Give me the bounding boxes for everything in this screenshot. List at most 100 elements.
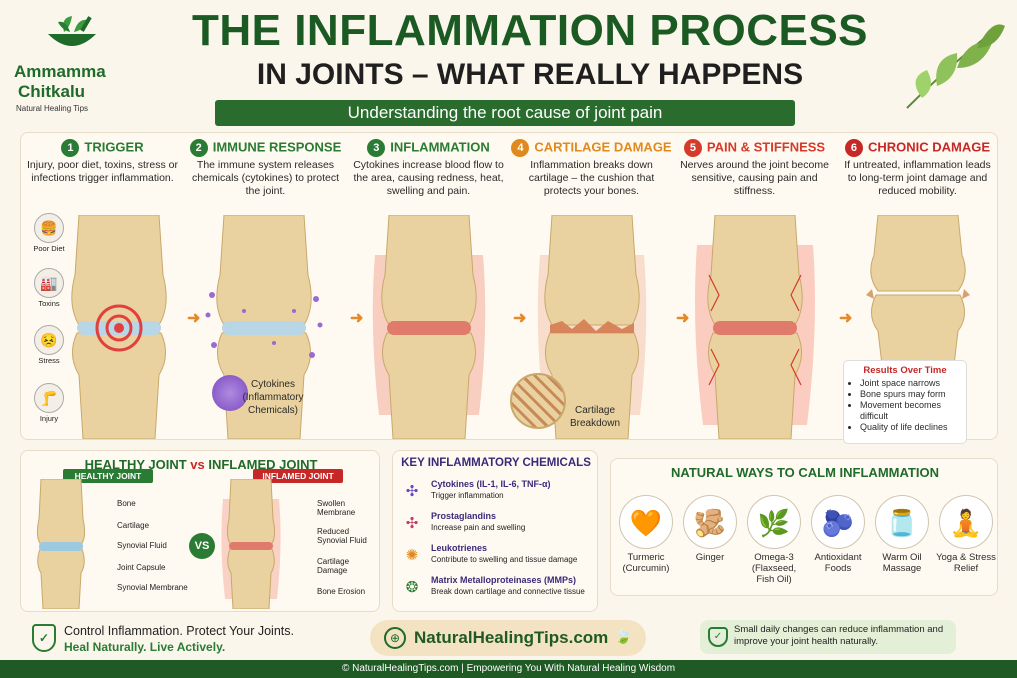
- step-title-text: PAIN & STIFFNESS: [706, 139, 826, 155]
- knee-joint-inflamed-illustration: [372, 215, 486, 439]
- healthy-label: Synovial Membrane: [117, 583, 188, 592]
- shield-check-icon: ✓: [32, 624, 56, 652]
- burger-icon: 🍔: [34, 213, 64, 243]
- arrow-right-icon: ➜: [350, 310, 364, 327]
- website-text: NaturalHealingTips.com: [414, 628, 609, 647]
- page-title-line1: THE INFLAMMATION PROCESS: [191, 6, 869, 55]
- natural-remedies-panel: NATURAL WAYS TO CALM INFLAMMATION 🧡 Turm…: [610, 458, 998, 596]
- bottom-bar: © NaturalHealingTips.com | Empowering Yo…: [0, 660, 1017, 678]
- remedy-item: 🧡 Turmeric (Curcumin): [615, 495, 677, 574]
- chemical-item: ❂ Matrix Metalloproteinases (MMPs) Break…: [401, 575, 595, 605]
- healthy-label: Bone: [117, 499, 136, 508]
- healthy-joint-illustration: [36, 479, 86, 609]
- step-description: Nerves around the joint become sensitive…: [680, 159, 829, 197]
- step-title-text: IMMUNE RESPONSE: [212, 139, 342, 155]
- knee-joint-immune-illustration: [205, 215, 323, 439]
- stressed-person-icon: 😣: [34, 325, 64, 355]
- step-description: Injury, poor diet, toxins, stress or inf…: [27, 159, 178, 184]
- ginger-icon: 🫚: [683, 495, 737, 549]
- inflamed-label: Bone Erosion: [317, 587, 366, 596]
- step-number-badge: 3: [367, 139, 386, 157]
- mortar-bowl-icon: [48, 16, 96, 46]
- inflamed-joint-illustration: [221, 479, 281, 609]
- remedy-label: Warm Oil Massage: [882, 552, 922, 574]
- brand-name-line1: Ammamma: [14, 62, 106, 81]
- step-description: Inflammation breaks down cartilage – the…: [528, 159, 655, 197]
- step-number-badge: 1: [61, 139, 80, 157]
- brand-name-line2: Chitkalu: [18, 82, 86, 101]
- knee-joint-pain-illustration: [695, 215, 815, 439]
- inflamed-label: Cartilage Damage: [317, 557, 350, 575]
- cytokine-cluster-icon: [212, 375, 248, 411]
- remedy-item: 🌿 Omega-3 (Flaxseed, Fish Oil): [743, 495, 805, 585]
- arrow-right-icon: ➜: [187, 310, 201, 327]
- cartilage-breakdown-label: Cartilage Breakdown: [569, 405, 621, 429]
- factory-icon: 🏭: [34, 268, 64, 298]
- slogan-line1: Control Inflammation. Protect Your Joint…: [64, 624, 294, 638]
- chemical-item: ✺ Leukotrienes Contribute to swelling an…: [401, 543, 595, 573]
- step-number-badge: 5: [683, 139, 702, 157]
- subtitle-text: Understanding the root cause of joint pa…: [347, 103, 663, 122]
- turmeric-icon: 🧡: [619, 495, 673, 549]
- healthy-label: Cartilage: [117, 521, 150, 530]
- step-number-badge: 2: [189, 139, 208, 157]
- chemical-name: Cytokines (IL-1, IL-6, TNF-α): [431, 479, 551, 489]
- arrow-right-icon: ➜: [676, 310, 690, 327]
- step-title-text: INFLAMMATION: [390, 139, 490, 155]
- healthy-vs-inflamed-panel: HEALTHY JOINT vs INFLAMED JOINT HEALTHY …: [20, 450, 380, 612]
- healthy-joint-tag: HEALTHY JOINT: [63, 469, 153, 483]
- comparison-title: HEALTHY JOINT vs INFLAMED JOINT: [21, 457, 381, 472]
- oil-bottle-icon: 🫙: [875, 495, 929, 549]
- footer-slogan: ✓ Control Inflammation. Protect Your Joi…: [30, 622, 350, 656]
- chemicals-title: KEY INFLAMMATORY CHEMICALS: [401, 457, 591, 469]
- step-description: Cytokines increase blood flow to the are…: [353, 159, 504, 197]
- remedy-label: Ginger: [695, 552, 725, 563]
- tip-box: ✓ Small daily changes can reduce inflamm…: [700, 620, 956, 654]
- step-description: If untreated, inflammation leads to long…: [844, 159, 991, 197]
- step-title-text: CARTILAGE DAMAGE: [534, 139, 672, 155]
- molecule-icon: ✣: [405, 515, 419, 532]
- website-link[interactable]: ⊕ NaturalHealingTips.com 🍃: [370, 620, 646, 656]
- trigger-label: Poor Diet: [33, 244, 65, 253]
- step-number-badge: 6: [844, 139, 863, 157]
- yoga-icon: 🧘: [939, 495, 993, 549]
- results-title: Results Over Time: [863, 365, 947, 376]
- globe-icon: ⊕: [384, 627, 406, 649]
- remedy-label: Antioxidant Foods: [814, 552, 862, 574]
- arrow-right-icon: ➜: [513, 310, 527, 327]
- remedy-label: Turmeric (Curcumin): [622, 552, 670, 574]
- slogan-line2: Heal Naturally. Live Actively.: [64, 640, 226, 654]
- step-number-badge: 4: [511, 139, 530, 157]
- trigger-toxins: 🏭 Toxins: [27, 268, 71, 308]
- herb-leaves-icon: [906, 24, 1005, 109]
- list-item: Joint space narrows: [860, 378, 960, 389]
- key-chemicals-panel: KEY INFLAMMATORY CHEMICALS ✣ Cytokines (…: [392, 450, 598, 612]
- knee-joint-cartilage-illustration: [537, 215, 647, 439]
- shield-check-icon: ✓: [708, 627, 728, 647]
- tip-text: Small daily changes can reduce inflammat…: [734, 624, 944, 647]
- chemical-item: ✣ Cytokines (IL-1, IL-6, TNF-α) Trigger …: [401, 479, 595, 509]
- trigger-poor-diet: 🍔 Poor Diet: [27, 213, 71, 253]
- list-item: Bone spurs may form: [860, 389, 960, 400]
- arrow-right-icon: ➜: [839, 310, 853, 327]
- brand-tagline: Natural Healing Tips: [16, 104, 89, 113]
- comparison-title-a: HEALTHY JOINT: [84, 457, 191, 472]
- vs-badge: VS: [189, 533, 215, 559]
- chemical-name: Leukotrienes: [431, 543, 488, 553]
- remedy-item: 🫚 Ginger: [679, 495, 741, 563]
- step-title-text: CHRONIC DAMAGE: [867, 139, 991, 155]
- leaves-icon: 🌿: [747, 495, 801, 549]
- inflamed-label: Swollen Membrane: [317, 499, 356, 517]
- inflamed-label: Reduced Synovial Fluid: [317, 527, 367, 545]
- comparison-title-b: INFLAMED JOINT: [204, 457, 318, 472]
- step-description: The immune system releases chemicals (cy…: [191, 159, 340, 197]
